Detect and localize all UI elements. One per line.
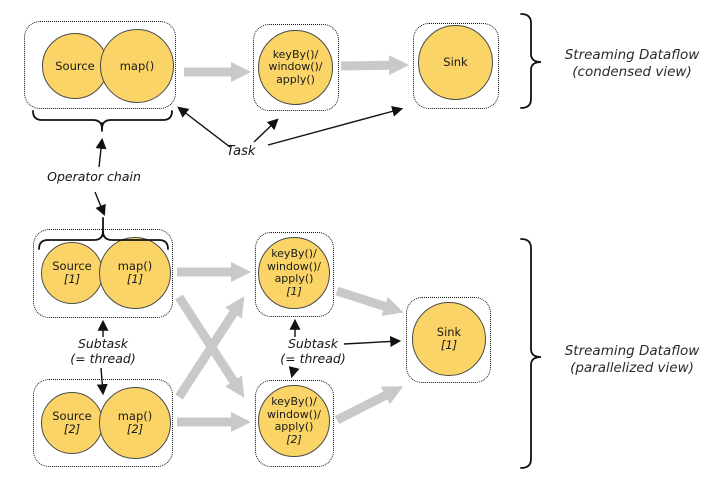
label-operator-chain: Operator chain bbox=[47, 169, 141, 184]
node-label: map() bbox=[117, 259, 153, 273]
node-label: apply() bbox=[276, 72, 315, 86]
node-label: apply() bbox=[274, 420, 314, 433]
flow-arrow-keyby-to-sink-condensed bbox=[340, 55, 409, 76]
caption-line: Streaming Dataflow bbox=[564, 47, 700, 63]
task-pointer-to-sink-box bbox=[267, 105, 404, 146]
node-label: Source bbox=[52, 259, 92, 273]
caption-line: (condensed view) bbox=[572, 63, 692, 80]
node-index: [2] bbox=[286, 432, 302, 446]
node-source-1: Source [1] bbox=[41, 242, 103, 304]
node-label: apply() bbox=[274, 272, 314, 285]
caption-line: (parallelized view) bbox=[570, 359, 694, 376]
label-subtask-mid: Subtask (= thread) bbox=[268, 336, 358, 366]
node-label: keyBy()/ bbox=[271, 247, 317, 260]
label-subtask-left: Subtask (= thread) bbox=[58, 336, 148, 366]
task-pointer-to-source-map-box bbox=[177, 106, 231, 148]
node-keyby-condensed: keyBy()/ window()/ apply() bbox=[258, 30, 333, 105]
operator-chain-pointer-up bbox=[95, 137, 107, 168]
node-label: window()/ bbox=[268, 60, 323, 74]
subtask-box-keyby-2 bbox=[255, 380, 334, 467]
node-label: map() bbox=[117, 409, 153, 423]
node-source-2: Source [2] bbox=[41, 392, 103, 454]
flow-arrow-source1-to-keyby2 bbox=[175, 294, 245, 398]
node-keyby-2: keyBy()/ window()/ apply() [2] bbox=[258, 385, 330, 457]
node-index: [1] bbox=[63, 272, 81, 286]
node-label: window()/ bbox=[266, 407, 322, 421]
caption-parallelized-view: Streaming Dataflow (parallelized view) bbox=[556, 343, 708, 376]
node-sink-1: Sink [1] bbox=[412, 302, 486, 376]
node-label: keyBy()/ bbox=[272, 47, 319, 61]
subtask-box-sink-1 bbox=[406, 297, 491, 383]
label-line: Subtask bbox=[287, 336, 339, 351]
node-label: Source bbox=[55, 58, 95, 73]
node-label: Sink bbox=[443, 55, 468, 69]
node-index: [2] bbox=[126, 422, 144, 436]
node-label: map() bbox=[119, 58, 155, 73]
node-map-2: map() [2] bbox=[99, 387, 171, 459]
label-task: Task bbox=[226, 144, 256, 159]
node-label: window()/ bbox=[266, 259, 322, 273]
caption-line: Streaming Dataflow bbox=[564, 343, 700, 359]
node-source-condensed: Source bbox=[42, 33, 108, 99]
underbrace-operator-chain-condensed bbox=[32, 110, 173, 130]
label-line: Subtask bbox=[77, 336, 129, 351]
task-pointer-to-keyby-box bbox=[253, 118, 279, 143]
node-label: Sink bbox=[436, 325, 462, 339]
task-box-sink-condensed bbox=[413, 23, 499, 109]
node-keyby-1: keyBy()/ window()/ apply() [1] bbox=[258, 237, 330, 309]
node-label: Source bbox=[52, 409, 92, 423]
bracket-condensed-view bbox=[520, 13, 542, 109]
node-index: [1] bbox=[440, 338, 458, 352]
node-map-1: map() [1] bbox=[99, 237, 171, 309]
node-label: keyBy()/ bbox=[271, 395, 317, 408]
subtask-mid-pointer-down bbox=[288, 366, 300, 379]
label-line: (= thread) bbox=[70, 351, 136, 366]
node-map-condensed: map() bbox=[100, 29, 174, 103]
bracket-parallelized-view bbox=[520, 238, 542, 469]
flow-arrow-keyby2-to-sink1 bbox=[334, 385, 404, 425]
label-line: (= thread) bbox=[280, 351, 346, 366]
node-index: [1] bbox=[286, 284, 302, 298]
flow-arrow-keyby1-to-sink1 bbox=[335, 286, 404, 316]
operator-chain-pointer-down bbox=[94, 191, 106, 217]
node-index: [2] bbox=[63, 422, 81, 436]
caption-condensed-view: Streaming Dataflow (condensed view) bbox=[556, 47, 708, 80]
task-box-source-map-condensed bbox=[24, 21, 176, 109]
node-index: [1] bbox=[126, 272, 144, 286]
flow-arrow-source2-to-keyby1 bbox=[175, 296, 245, 400]
node-sink-condensed: Sink bbox=[418, 25, 493, 100]
subtask-box-keyby-1 bbox=[255, 232, 334, 317]
